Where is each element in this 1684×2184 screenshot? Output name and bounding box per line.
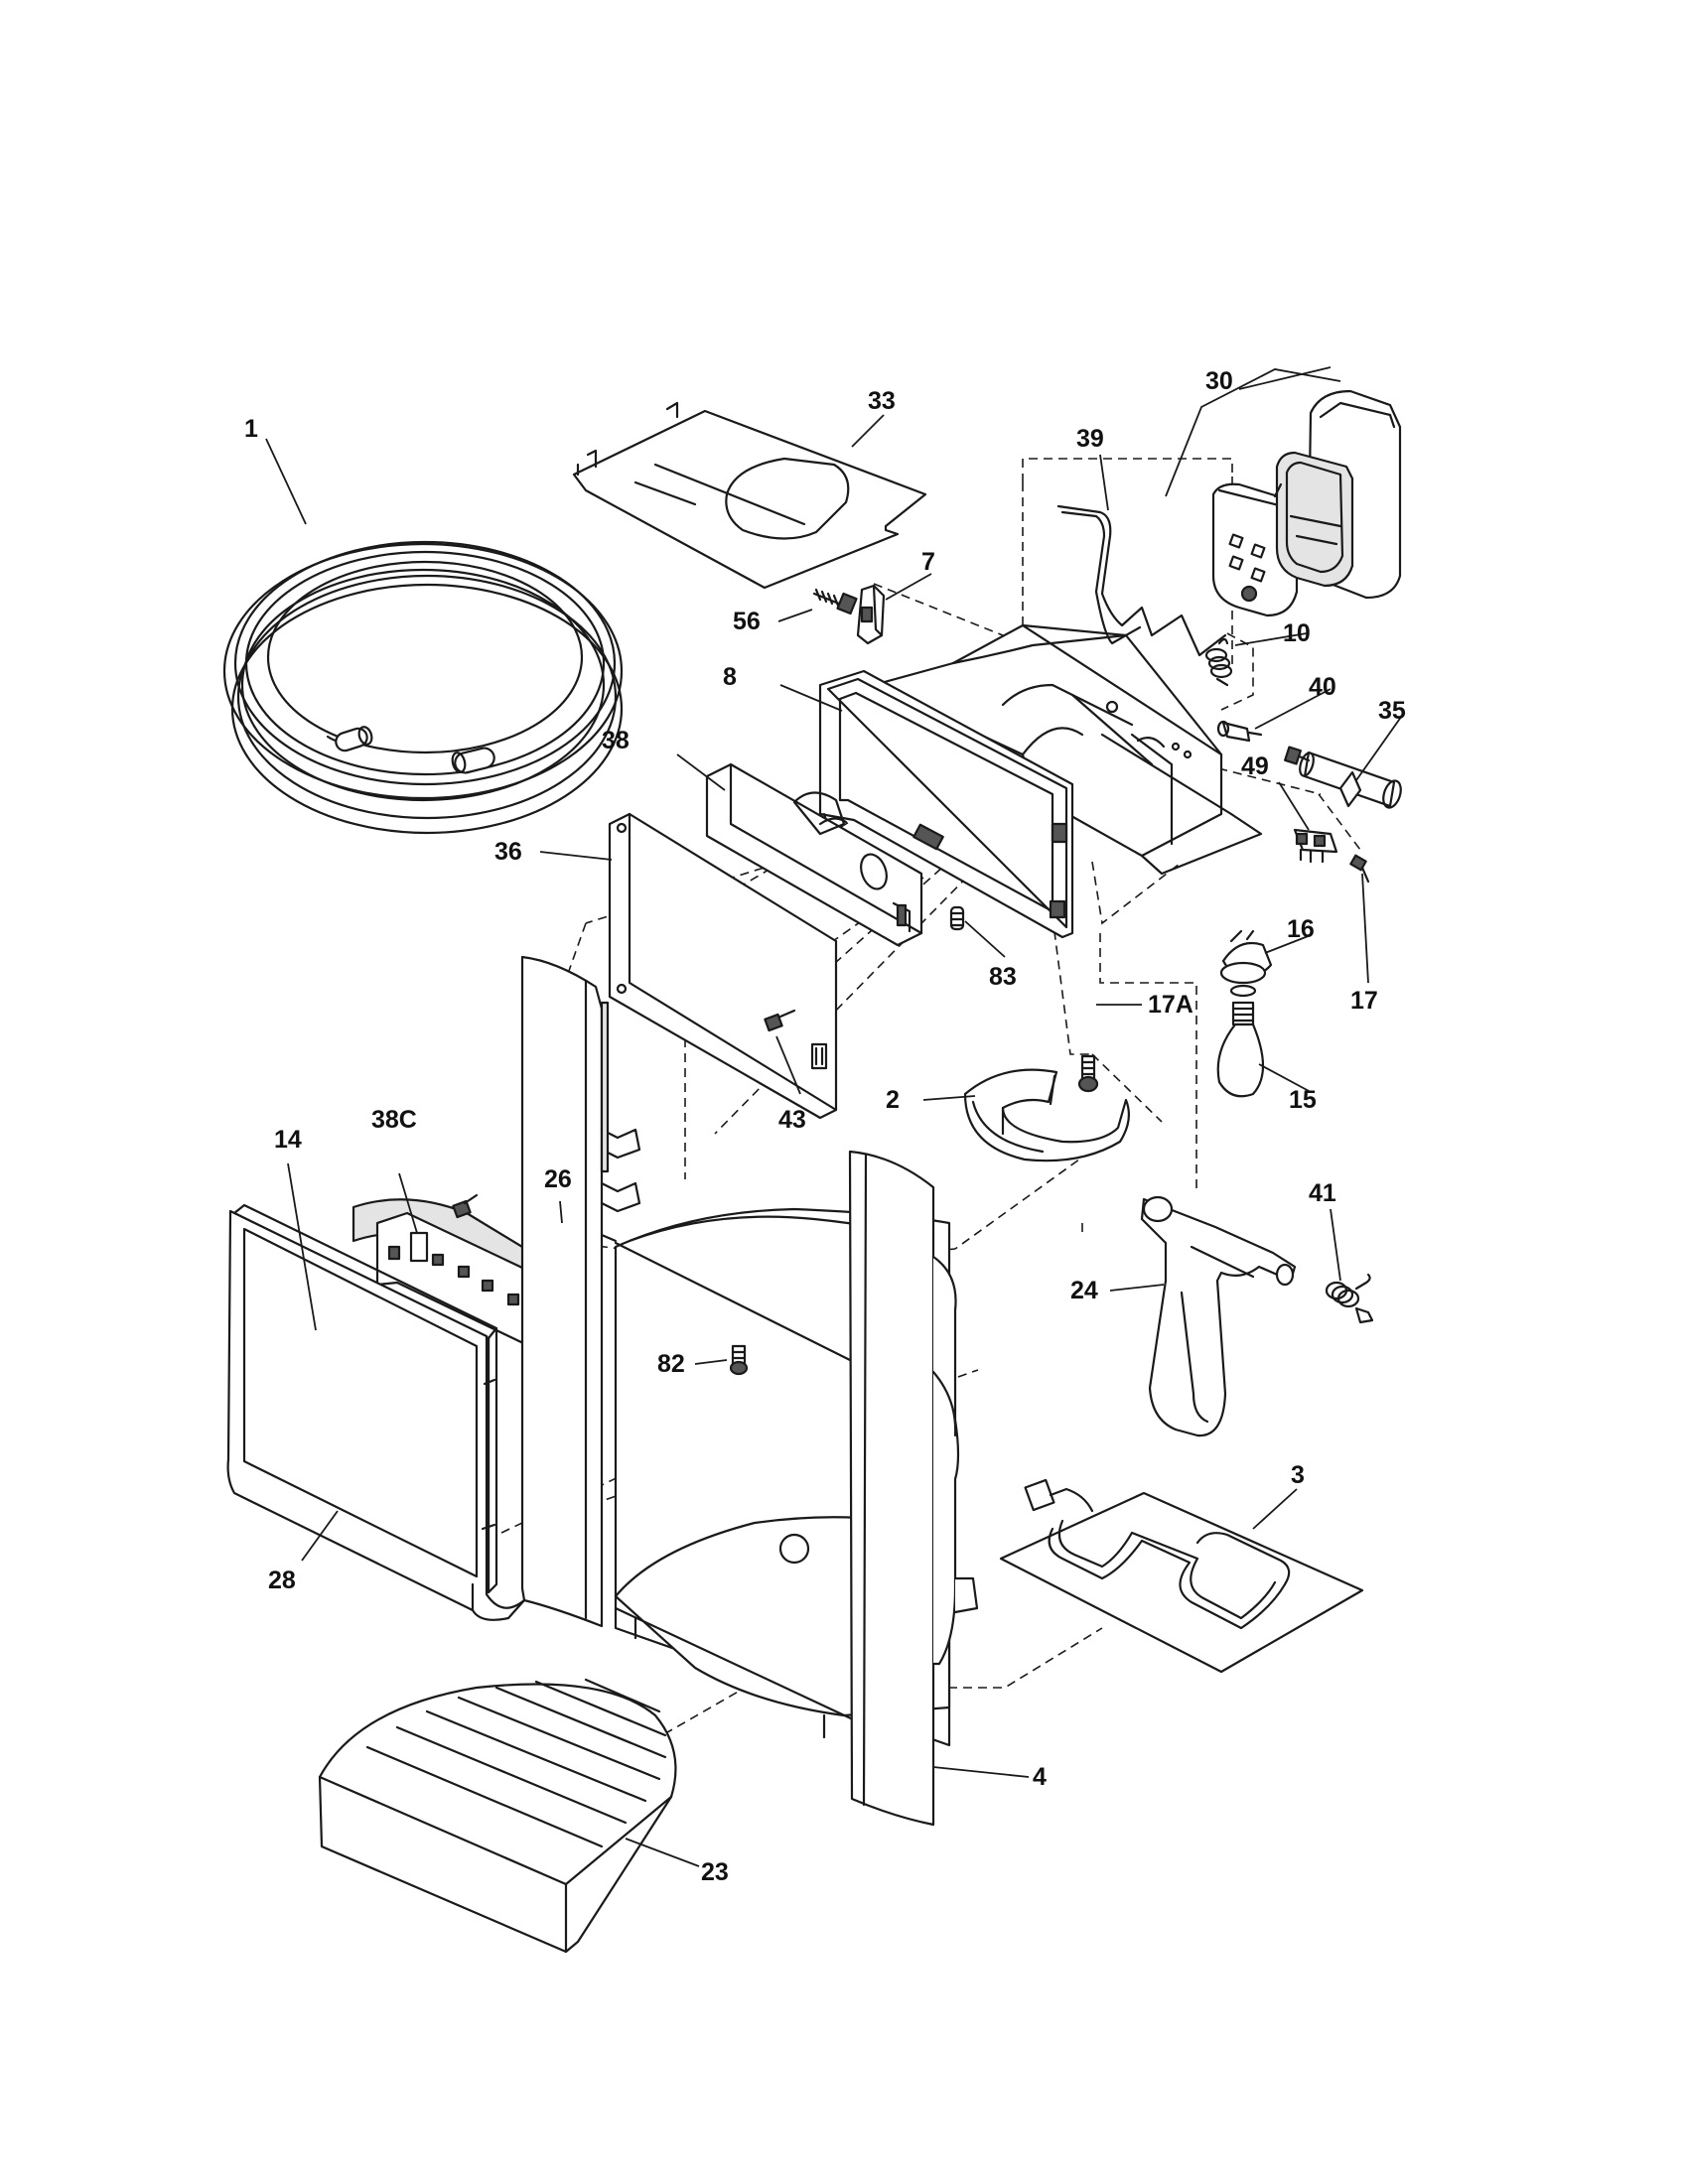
callout-1: 1 — [244, 415, 258, 443]
callout-26: 26 — [544, 1165, 572, 1193]
callout-49: 49 — [1241, 752, 1269, 780]
part-23-drip-tray — [318, 1678, 677, 1954]
callout-82: 82 — [657, 1350, 685, 1378]
part-83-pin — [949, 905, 965, 931]
part-3-heater — [999, 1478, 1364, 1674]
part-82-screw — [729, 1344, 749, 1376]
callout-3: 3 — [1291, 1461, 1305, 1489]
callout-23: 23 — [701, 1858, 729, 1886]
callout-30: 30 — [1205, 367, 1233, 395]
part-39-wire-lever — [1056, 504, 1227, 657]
part-33-top-cover — [572, 401, 927, 590]
callout-36: 36 — [494, 838, 522, 866]
callout-8: 8 — [723, 663, 737, 691]
callout-7: 7 — [921, 548, 935, 576]
part-28-display-bezel — [226, 1209, 526, 1621]
part-10-spring — [1204, 637, 1233, 687]
part-24-actuator-arm — [1140, 1195, 1297, 1437]
part-43-screw — [764, 1009, 796, 1032]
callout-2: 2 — [886, 1086, 900, 1114]
leader-lines — [265, 366, 1405, 1867]
callout-17a: 17A — [1148, 991, 1193, 1019]
callout-33: 33 — [868, 387, 896, 415]
callout-83: 83 — [989, 963, 1017, 991]
callout-56: 56 — [733, 608, 761, 635]
part-17a-screw — [1077, 1054, 1099, 1093]
callout-17: 17 — [1350, 987, 1378, 1015]
callout-15: 15 — [1289, 1086, 1317, 1114]
part-17-screw — [1349, 854, 1370, 884]
part-38-control-board — [705, 762, 923, 947]
callout-16: 16 — [1287, 915, 1315, 943]
part-7-clip — [856, 584, 886, 645]
callout-10: 10 — [1283, 619, 1311, 647]
part-1-tubing-coil — [222, 540, 624, 835]
callout-43: 43 — [778, 1106, 806, 1134]
callout-38c: 38C — [371, 1106, 417, 1134]
part-15-bulb — [1216, 1001, 1264, 1098]
part-2-bezel — [963, 1068, 1131, 1162]
callout-41: 41 — [1309, 1179, 1336, 1207]
part-35-solenoid — [1284, 746, 1402, 809]
part-16-lamp-socket — [1219, 929, 1273, 998]
callout-14: 14 — [274, 1126, 302, 1154]
part-49-switch — [1293, 828, 1338, 864]
part-56-screw — [812, 588, 858, 615]
part-40-pin — [1216, 720, 1263, 743]
callout-40: 40 — [1309, 673, 1336, 701]
part-41-spring — [1325, 1273, 1374, 1324]
part-8-dispenser-housing — [818, 623, 1263, 939]
callout-39: 39 — [1076, 425, 1104, 453]
callout-28: 28 — [268, 1567, 296, 1594]
part-4-housing — [520, 955, 979, 1827]
callout-35: 35 — [1378, 697, 1406, 725]
part-30-door-assembly — [1211, 389, 1402, 617]
callout-24: 24 — [1070, 1277, 1098, 1304]
callout-38: 38 — [602, 727, 630, 754]
callout-labels: 1 2 3 4 7 8 10 14 15 16 17 17A 23 24 26 … — [244, 367, 1406, 1886]
callout-4: 4 — [1033, 1763, 1047, 1791]
